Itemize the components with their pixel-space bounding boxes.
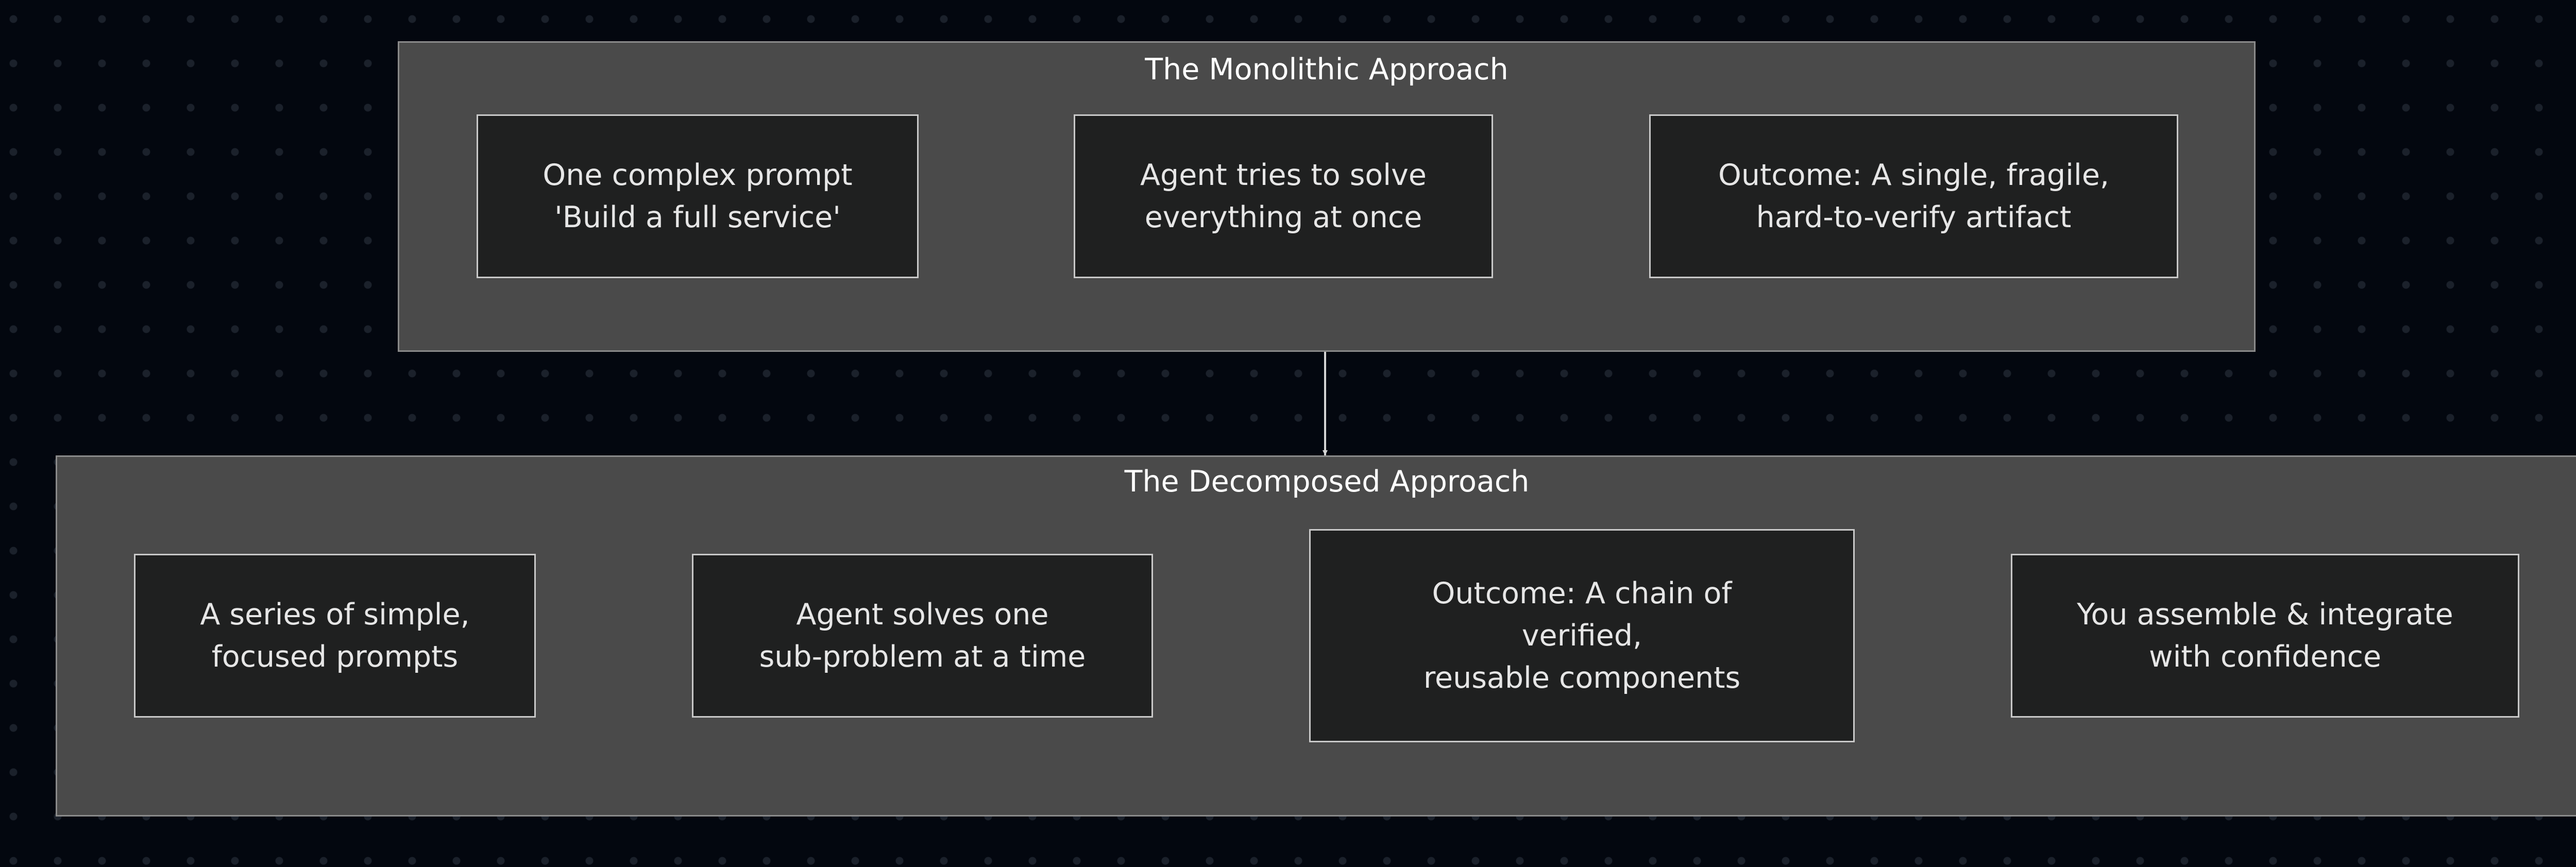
fragile-artifact-outcome-node: Outcome: A single, fragile, hard-to-veri…: [1649, 114, 2178, 278]
one-complex-prompt-node: One complex prompt 'Build a full service…: [477, 114, 919, 278]
assemble-integrate-label: You assemble & integrate with confidence: [2077, 597, 2453, 674]
fragile-artifact-outcome-label: Outcome: A single, fragile, hard-to-veri…: [1718, 158, 2110, 234]
assemble-integrate-node: You assemble & integrate with confidence: [2011, 554, 2519, 718]
simple-focused-prompts-node: A series of simple, focused prompts: [134, 554, 536, 718]
verified-components-outcome-node: Outcome: A chain of verified, reusable c…: [1309, 529, 1855, 742]
agent-tries-all-node: Agent tries to solve everything at once: [1074, 114, 1493, 278]
monolithic-approach-title: The Monolithic Approach: [1145, 53, 1509, 87]
agent-solves-one-label: Agent solves one sub-problem at a time: [759, 597, 1086, 674]
agent-tries-all-label: Agent tries to solve everything at once: [1140, 158, 1427, 234]
one-complex-prompt-label: One complex prompt 'Build a full service…: [543, 158, 853, 234]
decomposed-approach-title: The Decomposed Approach: [1124, 465, 1530, 499]
agent-solves-one-node: Agent solves one sub-problem at a time: [692, 554, 1153, 718]
verified-components-outcome-label: Outcome: A chain of verified, reusable c…: [1423, 576, 1741, 695]
simple-focused-prompts-label: A series of simple, focused prompts: [200, 597, 470, 674]
